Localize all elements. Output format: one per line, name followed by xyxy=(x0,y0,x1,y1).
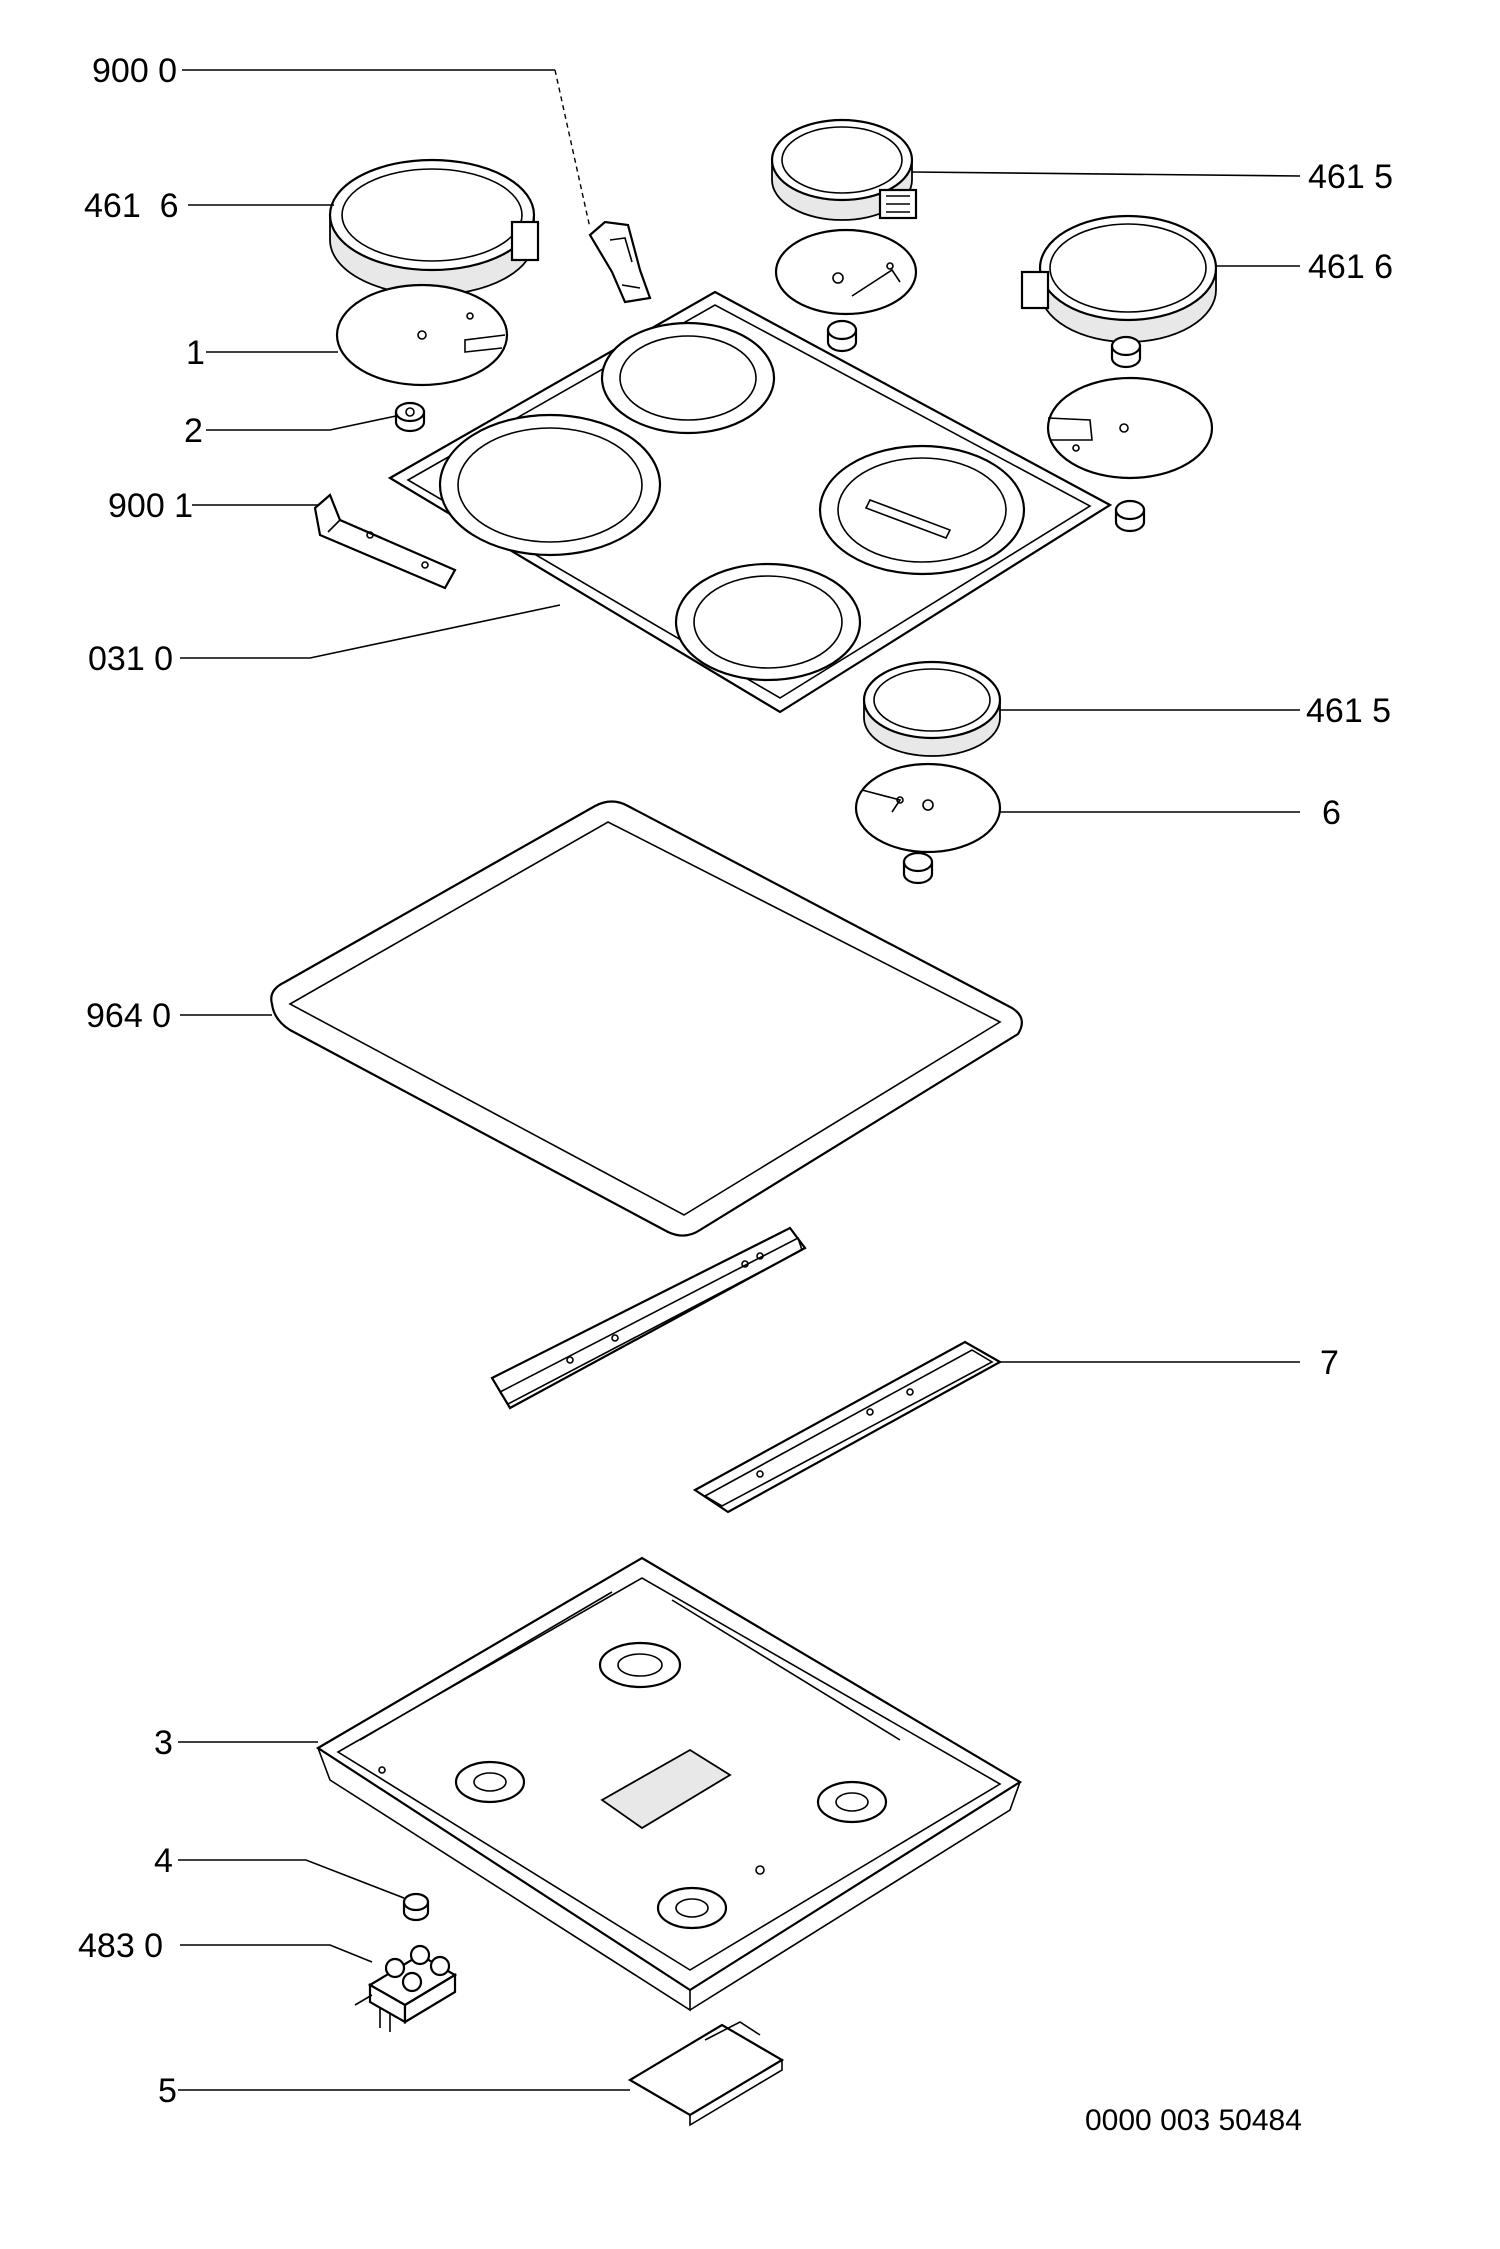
label-461-6-left: 461 6 xyxy=(84,187,179,225)
rail-7-lower xyxy=(692,1340,1003,1514)
grommet-4 xyxy=(402,1892,430,1922)
label-6: 6 xyxy=(1322,794,1341,832)
label-3: 3 xyxy=(154,1724,173,1762)
label-2: 2 xyxy=(184,412,203,450)
nut-top-right-2 xyxy=(1110,335,1142,369)
label-5: 5 xyxy=(158,2072,177,2110)
drawing-code: 0000 003 50484 xyxy=(1085,2104,1302,2137)
label-1: 1 xyxy=(186,334,205,372)
label-031-0: 031 0 xyxy=(88,640,173,678)
label-964-0: 964 0 xyxy=(86,997,171,1035)
base-tray-3 xyxy=(315,1556,1023,2012)
label-483-0: 483 0 xyxy=(78,1927,163,1965)
label-461-5-bottom: 461 5 xyxy=(1306,692,1391,730)
heat-shield-disc-top-right xyxy=(774,228,918,316)
bracket-900-0 xyxy=(588,220,652,304)
hotplate-461-5-bottom xyxy=(862,660,1002,757)
heat-shield-disc-right xyxy=(1046,376,1214,480)
nut-2 xyxy=(394,401,426,433)
rail-7-upper xyxy=(490,1226,807,1410)
nut-6 xyxy=(902,851,934,885)
label-900-1: 900 1 xyxy=(108,487,193,525)
bracket-900-1 xyxy=(313,493,457,590)
label-900-0: 900 0 xyxy=(92,52,177,90)
label-7: 7 xyxy=(1320,1344,1339,1382)
terminal-block-483-0 xyxy=(354,1944,458,2032)
hob-top-plate xyxy=(387,290,1113,714)
label-461-6-right: 461 6 xyxy=(1308,248,1393,286)
hotplate-461-5-top xyxy=(770,118,918,221)
hotplate-461-6-right xyxy=(1020,214,1218,343)
label-4: 4 xyxy=(154,1842,173,1880)
gasket-964-0 xyxy=(270,800,1023,1237)
heat-shield-disc-1 xyxy=(335,283,509,387)
hotplate-461-6-left xyxy=(328,158,540,296)
callout-labels: 900 0 461 6 1 2 900 1 031 0 461 5 461 6 … xyxy=(78,52,1393,2137)
cover-plate-5 xyxy=(627,2021,785,2127)
leader-lines xyxy=(178,69,1301,2091)
label-461-5-top: 461 5 xyxy=(1308,158,1393,196)
nut-top-right-3 xyxy=(1114,499,1146,533)
nut-top-right-1 xyxy=(826,319,858,353)
heat-shield-disc-6 xyxy=(854,762,1002,854)
